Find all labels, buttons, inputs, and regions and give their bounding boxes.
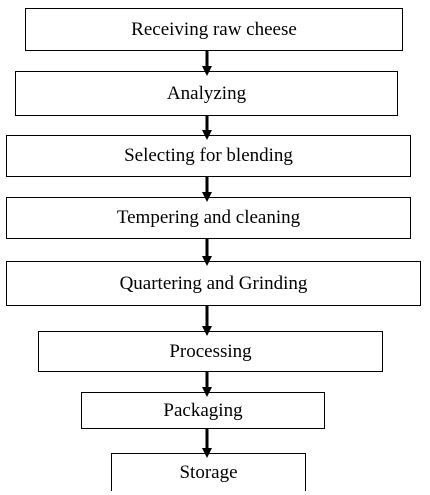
step-label: Storage <box>179 461 238 483</box>
step-label: Selecting for blending <box>124 145 293 166</box>
step-label: Tempering and cleaning <box>116 207 301 228</box>
step-quartering-and-grinding: Quartering and Grinding <box>6 261 421 306</box>
step-processing: Processing <box>38 331 383 372</box>
step-analyzing: Analyzing <box>15 71 398 116</box>
step-receiving-raw-cheese: Receiving raw cheese <box>25 8 403 51</box>
step-label: Processing <box>169 340 252 362</box>
step-label: Analyzing <box>166 82 247 104</box>
step-storage: Storage <box>111 453 306 491</box>
step-tempering-and-cleaning: Tempering and cleaning <box>6 197 411 239</box>
step-packaging: Packaging <box>81 392 325 429</box>
step-label: Receiving raw cheese <box>131 18 297 40</box>
step-label: Quartering and Grinding <box>119 272 308 294</box>
step-selecting-for-blending: Selecting for blending <box>6 135 411 177</box>
step-label: Packaging <box>163 399 243 421</box>
